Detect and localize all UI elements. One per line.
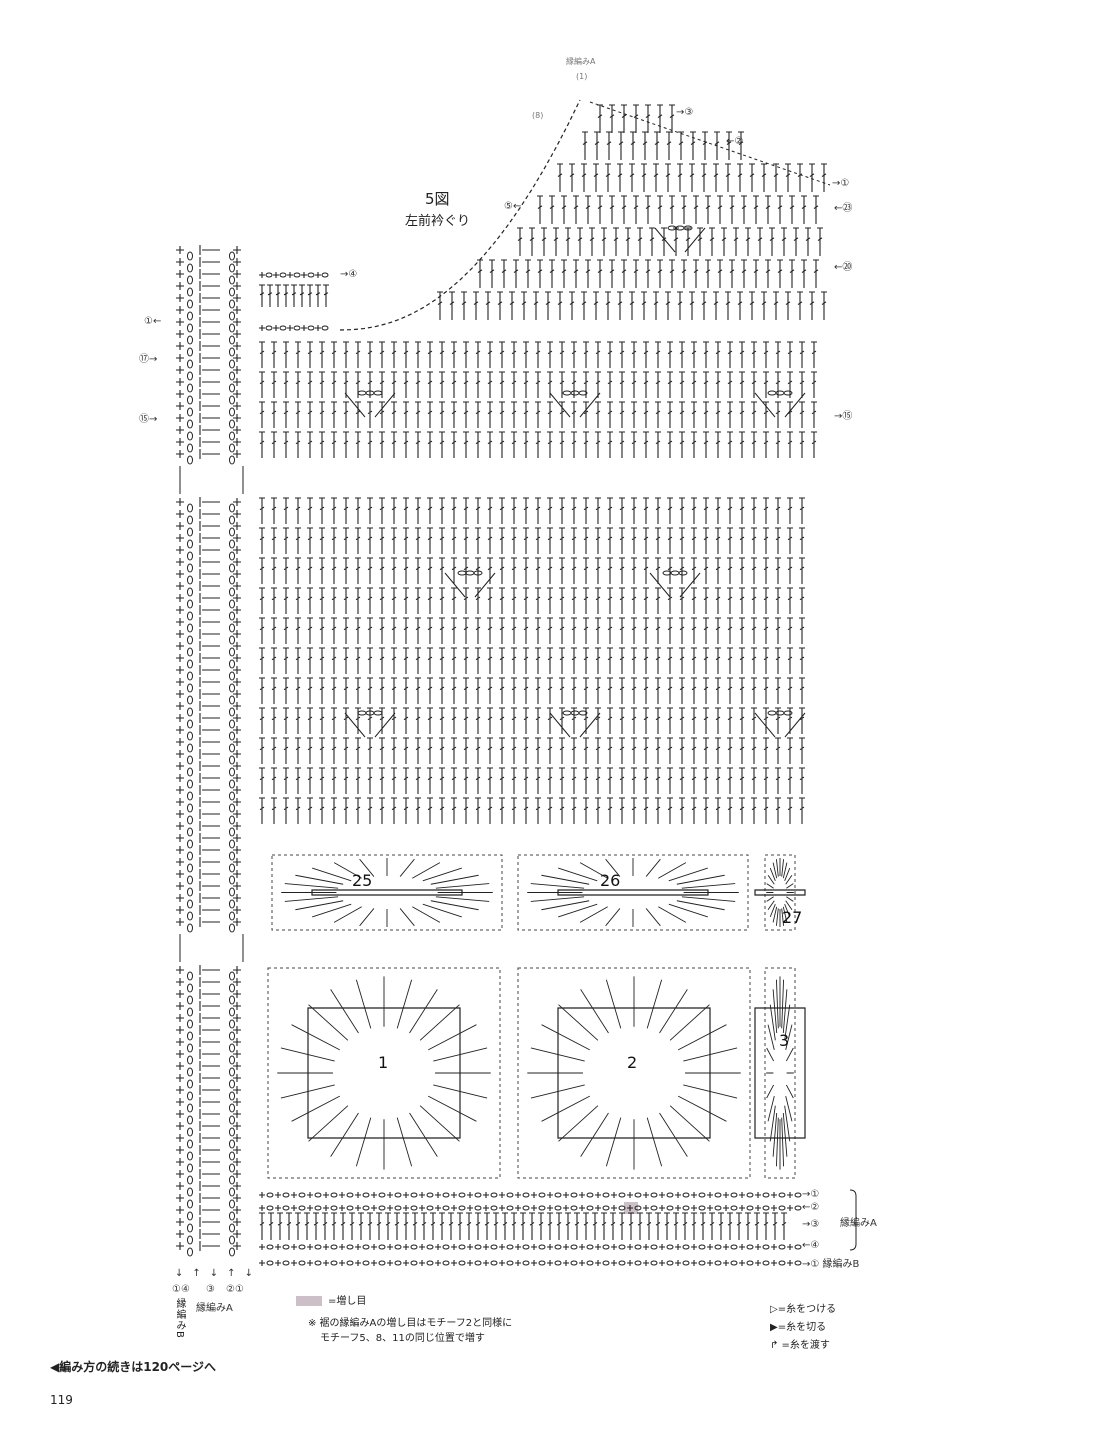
continue-note: ◀編み方の続きは120ページへ (50, 1360, 217, 1374)
bottom-edge-rows (259, 1189, 857, 1266)
left-arrows: ↓↑↓↑↓ (175, 1268, 262, 1279)
edge-row-label: (1) (576, 72, 588, 81)
left-num-1: ①④ (172, 1284, 190, 1295)
row-label: ⑮→ (139, 414, 158, 425)
row-label: →③ (802, 1219, 820, 1230)
page-number: 119 (50, 1393, 73, 1407)
motif-number: 27 (782, 908, 803, 927)
middle-body-block (259, 497, 806, 824)
row-label: ←④ (802, 1240, 820, 1251)
legend-cut: ▶=糸を切る (770, 1322, 827, 1333)
neckline-edge (339, 99, 831, 331)
legend-note-1: ※ 裾の縁編みAの増し目はモチーフ2と同様に (308, 1318, 513, 1329)
row-label: ⑰→ (139, 354, 158, 365)
row-label: ←㉓ (834, 203, 853, 214)
row-label: ←② (726, 136, 744, 147)
row-label: →① (802, 1189, 820, 1200)
legend-note-2: モチーフ5、8、11の同じ位置で増す (320, 1333, 485, 1344)
left-num-2: ③ (206, 1284, 215, 1295)
left-num-3: ②① (226, 1284, 244, 1295)
row-label: →③ (676, 107, 694, 118)
increase-swatch (296, 1296, 322, 1306)
figure-title: 5図 (425, 190, 450, 208)
row-8-label: (8) (532, 111, 544, 120)
left-border-column (176, 245, 244, 1257)
row-label: →④ (340, 269, 358, 280)
legend-carry: ↱ =糸を渡す (770, 1340, 830, 1351)
legend-attach: ▷=糸をつける (770, 1304, 837, 1315)
row-label: →① (832, 178, 850, 189)
row-label: ①← (144, 316, 162, 327)
motif-number: 2 (627, 1053, 638, 1072)
left-edge-b-label: 縁編みB (174, 1298, 185, 1339)
motif-number: 25 (352, 871, 373, 890)
edge-b-label: →① 縁編みB (802, 1259, 860, 1270)
row-label: ←② (802, 1202, 820, 1213)
motif-number: 26 (600, 871, 621, 890)
row-label: →⑮ (834, 411, 853, 422)
neck-block (259, 272, 329, 331)
edge-a-label: 縁編みA (840, 1218, 877, 1229)
legend-increase: =増し目 (296, 1292, 366, 1307)
edge-label-top: 縁編みA (566, 57, 596, 66)
left-edge-a-label: 縁編みA (196, 1303, 233, 1314)
figure-subtitle: 左前衿ぐり (405, 214, 471, 229)
motif-row-25-27 (271, 854, 806, 931)
row-label: ←⑳ (834, 262, 853, 273)
motif-number: 3 (779, 1031, 790, 1050)
motif-row-1-3 (267, 967, 806, 1179)
upper-body-block (259, 104, 827, 458)
motif-number: 1 (378, 1053, 389, 1072)
row-label: ⑤← (504, 201, 522, 212)
